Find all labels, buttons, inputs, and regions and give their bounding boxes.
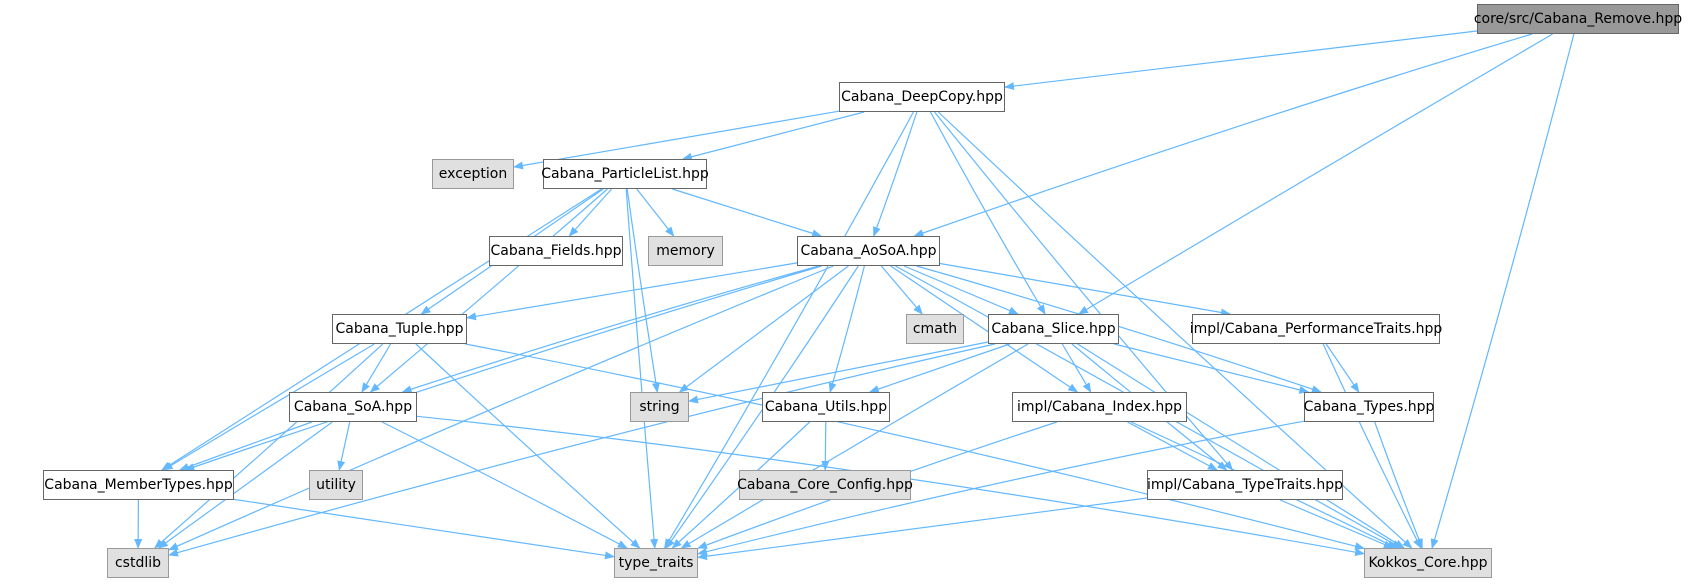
node-cmath: cmath <box>906 314 964 344</box>
edge-tuple-to-type_traits <box>415 343 641 549</box>
node-kokkos: Kokkos_Core.hpp <box>1364 548 1492 578</box>
node-label: impl/Cabana_TypeTraits.hpp <box>1146 477 1344 493</box>
node-label: Cabana_Utils.hpp <box>764 399 888 415</box>
edge-particlelist-to-string <box>626 188 660 393</box>
edge-particlelist-to-memory <box>636 188 675 237</box>
edge-slice-to-utils <box>868 343 1010 393</box>
edge-deepcopy-to-slice <box>929 111 1046 315</box>
edge-perftraits-to-kokkos <box>1322 343 1422 549</box>
edge-tuple-to-cstdlib <box>154 343 384 549</box>
edge-aosoa-to-tuple <box>466 262 798 321</box>
node-utils[interactable]: Cabana_Utils.hpp <box>762 392 890 422</box>
edge-types-to-type_traits <box>697 420 1305 556</box>
node-type_traits: type_traits <box>614 548 698 578</box>
node-types[interactable]: Cabana_Types.hpp <box>1304 392 1434 422</box>
edge-tuple-to-soa <box>361 343 392 393</box>
edge-remove-to-kokkos <box>1430 33 1575 549</box>
edge-tuple-to-kokkos <box>465 343 1365 551</box>
edge-aosoa-to-cmath <box>880 265 923 315</box>
edge-aosoa-to-membertypes <box>184 265 822 471</box>
node-index[interactable]: impl/Cabana_Index.hpp <box>1012 392 1187 422</box>
node-label: cstdlib <box>114 555 162 571</box>
edge-deepcopy-to-type_traits <box>664 111 914 549</box>
edge-tuple-to-membertypes <box>162 343 375 471</box>
node-typetraits_impl[interactable]: impl/Cabana_TypeTraits.hpp <box>1147 470 1343 500</box>
edge-remove-to-deepcopy <box>1004 30 1478 91</box>
node-label: cmath <box>912 321 958 337</box>
node-aosoa[interactable]: Cabana_AoSoA.hpp <box>797 236 940 266</box>
node-label: Cabana_AoSoA.hpp <box>800 243 937 259</box>
node-slice[interactable]: Cabana_Slice.hpp <box>988 314 1119 344</box>
edge-slice-to-type_traits <box>680 343 1029 549</box>
node-label: Cabana_Tuple.hpp <box>335 321 464 337</box>
node-label: utility <box>316 477 356 493</box>
node-label: Cabana_Types.hpp <box>1303 399 1435 415</box>
node-memory: memory <box>648 236 723 266</box>
node-utility: utility <box>309 470 363 500</box>
node-label: impl/Cabana_PerformanceTraits.hpp <box>1189 321 1443 337</box>
node-cstdlib: cstdlib <box>107 548 169 578</box>
node-label: exception <box>438 166 508 182</box>
node-tuple[interactable]: Cabana_Tuple.hpp <box>332 314 467 344</box>
edge-membertypes-to-type_traits <box>233 498 615 560</box>
edge-utils-to-coreconfig <box>821 421 830 471</box>
node-label: Cabana_MemberTypes.hpp <box>44 477 233 493</box>
node-soa[interactable]: Cabana_SoA.hpp <box>289 392 417 422</box>
edge-aosoa-to-cstdlib <box>168 265 834 551</box>
edge-slice-to-string <box>688 341 989 404</box>
edge-slice-to-cstdlib <box>168 343 995 557</box>
edge-slice-to-kokkos <box>1077 343 1405 549</box>
node-deepcopy[interactable]: Cabana_DeepCopy.hpp <box>839 82 1005 112</box>
edge-slice-to-types <box>1114 343 1310 394</box>
node-label: Cabana_Slice.hpp <box>991 321 1116 337</box>
node-label: core/src/Cabana_Remove.hpp <box>1473 11 1683 27</box>
edge-soa-to-membertypes <box>178 421 313 471</box>
edge-aosoa-to-index <box>890 265 1079 393</box>
edge-aosoa-to-utils <box>828 265 865 393</box>
node-label: string <box>639 399 680 415</box>
node-perftraits[interactable]: impl/Cabana_PerformanceTraits.hpp <box>1189 314 1443 344</box>
edge-aosoa-to-soa <box>401 265 820 394</box>
edge-particlelist-to-aosoa <box>672 188 823 238</box>
node-label: Kokkos_Core.hpp <box>1368 555 1488 571</box>
edge-soa-to-type_traits <box>381 421 628 549</box>
node-label: Cabana_ParticleList.hpp <box>541 166 709 182</box>
node-label: memory <box>656 243 715 259</box>
node-fields[interactable]: Cabana_Fields.hpp <box>489 236 623 266</box>
edge-particlelist-to-type_traits <box>625 188 659 549</box>
edge-types-to-kokkos <box>1374 421 1423 549</box>
edge-soa-to-utility <box>337 421 351 471</box>
edge-perftraits-to-types <box>1325 343 1360 393</box>
edge-aosoa-to-string <box>678 265 849 393</box>
node-remove[interactable]: core/src/Cabana_Remove.hpp <box>1473 4 1683 34</box>
node-particlelist[interactable]: Cabana_ParticleList.hpp <box>541 159 709 189</box>
edge-particlelist-to-soa <box>369 188 608 393</box>
dependency-edges <box>134 30 1575 561</box>
node-label: Cabana_SoA.hpp <box>293 399 413 415</box>
node-label: Cabana_Fields.hpp <box>490 243 622 259</box>
edge-particlelist-to-fields <box>568 188 613 237</box>
edge-deepcopy-to-particlelist <box>681 111 865 161</box>
edge-soa-to-cstdlib <box>157 421 333 549</box>
edge-aosoa-to-perftraits <box>939 262 1231 317</box>
node-string: string <box>630 392 689 422</box>
node-label: type_traits <box>618 555 694 571</box>
node-membertypes[interactable]: Cabana_MemberTypes.hpp <box>43 470 234 500</box>
edge-remove-to-slice <box>1078 33 1553 315</box>
node-label: Cabana_DeepCopy.hpp <box>841 89 1003 105</box>
edge-slice-to-index <box>1061 343 1092 393</box>
node-label: impl/Cabana_Index.hpp <box>1017 399 1182 415</box>
node-label: Cabana_Core_Config.hpp <box>737 477 913 493</box>
edge-remove-to-aosoa <box>913 33 1533 237</box>
edge-typetraits_impl-to-type_traits <box>697 497 1148 561</box>
node-exception: exception <box>432 159 514 189</box>
edge-aosoa-to-slice <box>903 265 1019 315</box>
edge-typetraits_impl-to-kokkos <box>1279 499 1394 549</box>
edge-deepcopy-to-aosoa <box>873 111 918 237</box>
node-coreconfig: Cabana_Core_Config.hpp <box>737 470 913 500</box>
